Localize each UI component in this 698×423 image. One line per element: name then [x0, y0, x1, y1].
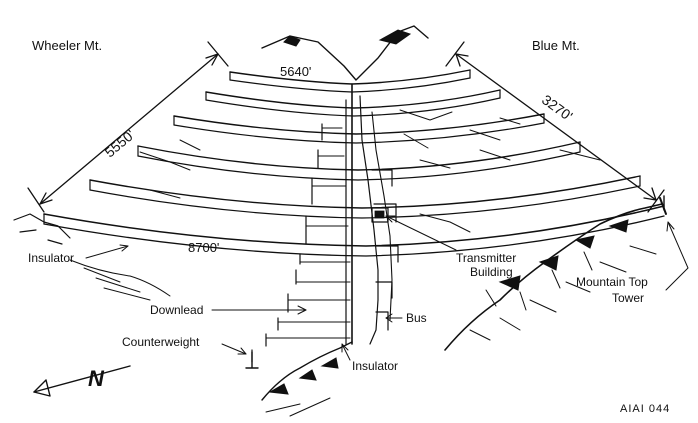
label-insulator-bottom: Insulator: [352, 359, 398, 373]
downlead-lines: [251, 123, 351, 363]
label-mountain-top-line1: Mountain Top: [576, 275, 648, 289]
mountain-top-tower: [659, 195, 667, 215]
label-mountain-top-line2: Tower: [612, 291, 644, 305]
antenna-span-3: [173, 113, 545, 144]
label-insulator-left: Insulator: [28, 251, 74, 265]
central-peak-sketch: [261, 25, 453, 169]
dimension-line-3270: [445, 41, 665, 213]
dimension-line-5550: [27, 41, 229, 213]
label-dim-5550: 5550': [101, 126, 137, 160]
label-dim-8700: 8700': [188, 240, 219, 255]
counterweight: [245, 351, 259, 369]
antenna-span-6: [43, 205, 665, 257]
feed-steps-right: [371, 169, 399, 331]
label-transmitter-line2: Building: [470, 265, 513, 279]
label-wheeler-mt: Wheeler Mt.: [32, 38, 102, 53]
wheeler-mountain-sketch: [13, 139, 201, 301]
center-bus: [345, 83, 393, 345]
antenna-span-5: [89, 175, 641, 219]
label-bus: Bus: [406, 311, 427, 325]
label-figure-code: AIAI 044: [620, 403, 670, 415]
label-blue-mt: Blue Mt.: [532, 38, 580, 53]
leader-lines: [85, 215, 689, 361]
antenna-span-2: [205, 89, 501, 117]
antenna-span-4: [137, 141, 581, 181]
label-north: N: [88, 366, 105, 391]
transmitter-building: [371, 207, 389, 223]
bottom-rocks-sketch: [261, 341, 353, 417]
label-counterweight: Counterweight: [122, 335, 200, 349]
north-arrow-icon: [33, 365, 131, 397]
blue-mountain-sketch: [419, 117, 601, 233]
label-downlead: Downlead: [150, 303, 203, 317]
label-transmitter-line1: Transmitter: [456, 251, 516, 265]
label-dim-5640: 5640': [280, 64, 311, 79]
